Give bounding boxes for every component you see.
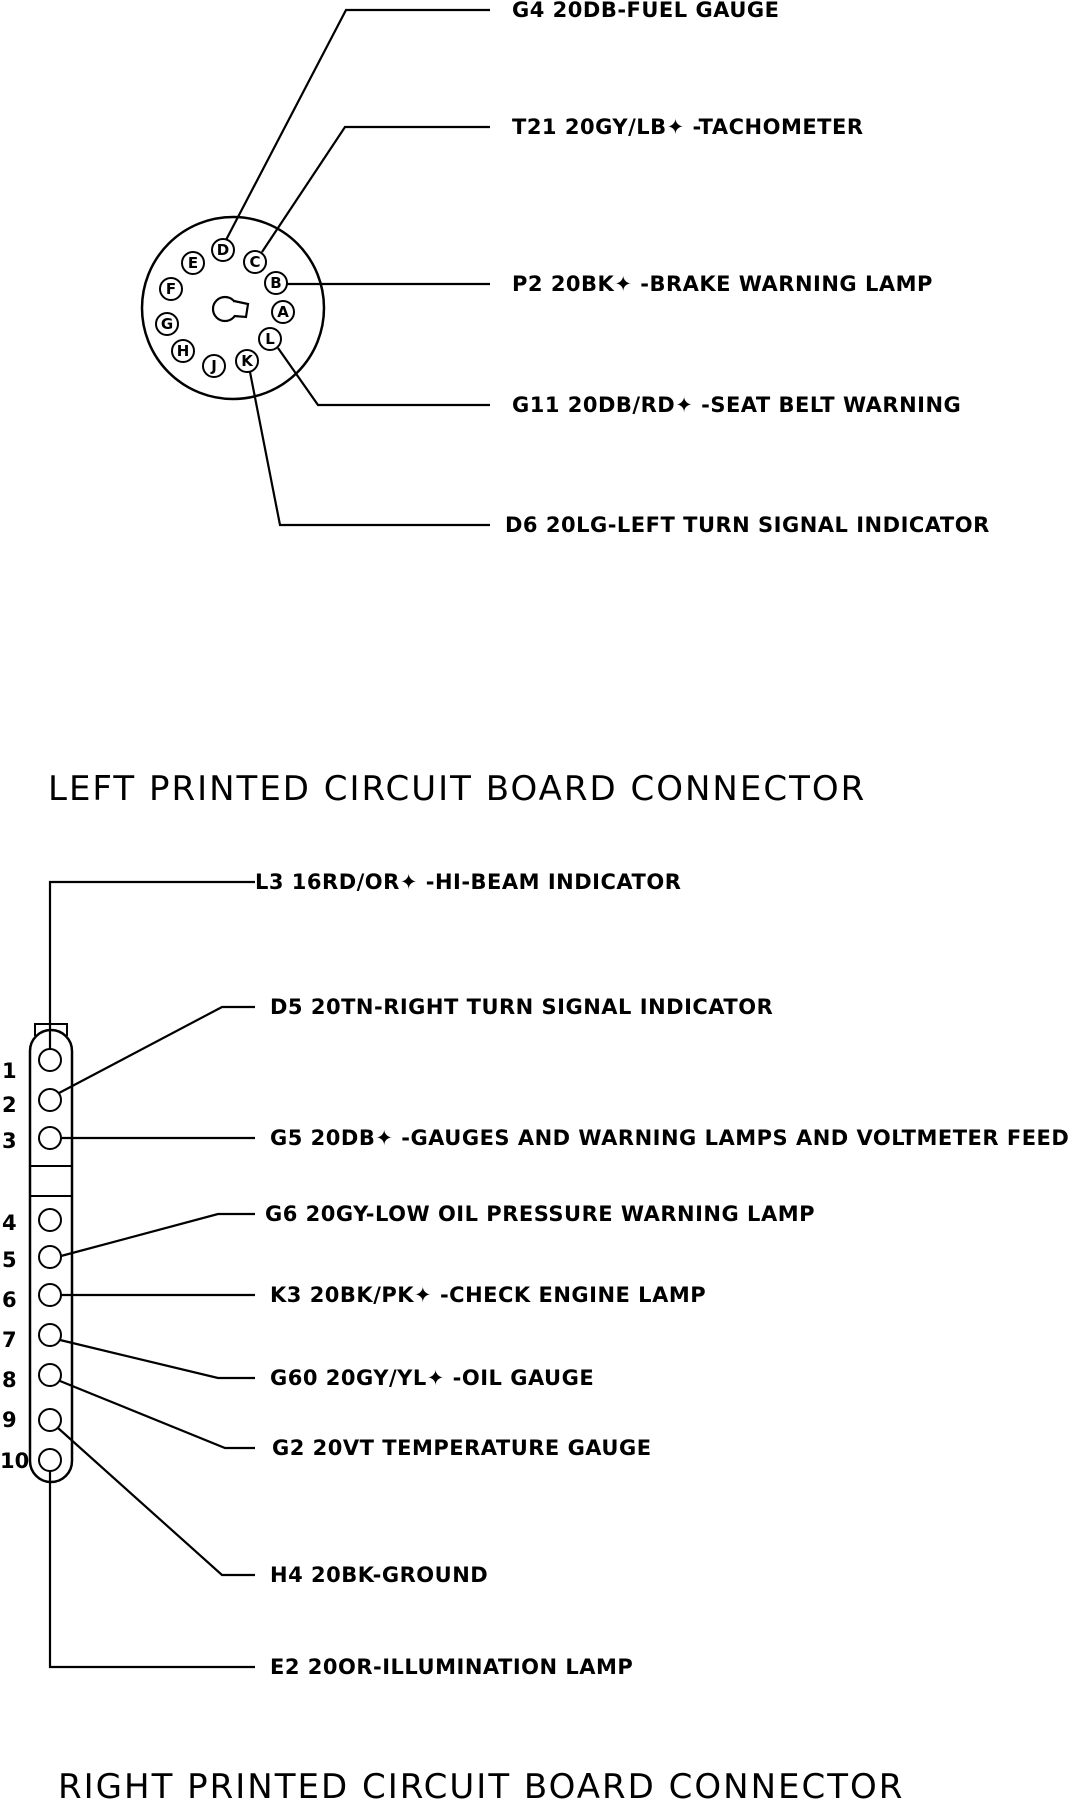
right-pin-4 <box>38 1208 62 1232</box>
pin-label: J <box>210 357 217 375</box>
callout-low-oil-pressure: G6 20GY-LOW OIL PRESSURE WARNING LAMP <box>265 1202 815 1226</box>
right-pin-8 <box>38 1363 62 1387</box>
left-pin-b: B <box>264 271 288 295</box>
right-pin-1 <box>38 1048 62 1072</box>
left-pin-k: K <box>235 349 259 373</box>
connector-key <box>211 295 250 323</box>
pin-number-1: 1 <box>2 1059 17 1083</box>
pin-number-10: 10 <box>0 1449 29 1473</box>
wire-pin-c <box>261 125 490 253</box>
callout-left-turn-signal: D6 20LG-LEFT TURN SIGNAL INDICATOR <box>505 513 990 537</box>
pin-label: H <box>177 342 190 360</box>
pin-number-6: 6 <box>2 1288 17 1312</box>
right-pin-7 <box>38 1323 62 1347</box>
wire-pin-d <box>225 8 490 241</box>
callout-hi-beam-indicator: L3 16RD/OR✦ -HI-BEAM INDICATOR <box>255 870 681 894</box>
pin-label: E <box>188 254 198 272</box>
wire-pin-k <box>248 371 490 527</box>
left-pin-g: G <box>155 312 179 336</box>
left-pin-f: F <box>159 277 183 301</box>
callout-voltmeter-feed: G5 20DB✦ -GAUGES AND WARNING LAMPS AND V… <box>270 1126 1069 1150</box>
wire-pin-2 <box>58 1005 255 1094</box>
pin-label: G <box>161 315 173 333</box>
right-pin-3 <box>38 1126 62 1150</box>
pin-label: C <box>249 253 260 271</box>
callout-temperature-gauge: G2 20VT TEMPERATURE GAUGE <box>272 1436 652 1460</box>
callout-illumination-lamp: E2 20OR-ILLUMINATION LAMP <box>270 1655 633 1679</box>
callout-seat-belt-warning: G11 20DB/RD✦ -SEAT BELT WARNING <box>512 393 961 417</box>
pin-number-8: 8 <box>2 1368 17 1392</box>
right-connector-title: RIGHT PRINTED CIRCUIT BOARD CONNECTOR <box>58 1767 904 1807</box>
pin-number-9: 9 <box>2 1408 17 1432</box>
callout-oil-gauge: G60 20GY/YL✦ -OIL GAUGE <box>270 1366 594 1390</box>
right-pin-10 <box>38 1448 62 1472</box>
callout-ground: H4 20BK-GROUND <box>270 1563 488 1587</box>
pin-label: K <box>241 352 254 370</box>
right-pin-9 <box>38 1408 62 1432</box>
callout-fuel-gauge: G4 20DB-FUEL GAUGE <box>512 0 779 22</box>
pin-number-5: 5 <box>2 1248 17 1272</box>
right-pin-6 <box>38 1283 62 1307</box>
pin-number-2: 2 <box>2 1093 17 1117</box>
right-pin-2 <box>38 1088 62 1112</box>
left-pin-c: C <box>243 250 267 274</box>
wire-pin-8 <box>59 1379 255 1450</box>
pin-label: L <box>265 330 275 348</box>
wire-pin-9 <box>57 1427 255 1577</box>
pin-number-3: 3 <box>2 1129 17 1153</box>
pin-label: D <box>217 241 229 259</box>
left-connector-body <box>140 215 326 401</box>
wire-pin-1 <box>48 880 255 1049</box>
left-pin-h: H <box>171 339 195 363</box>
pin-label: A <box>277 303 289 321</box>
left-pin-d: D <box>211 238 235 262</box>
wire-pin-4 <box>60 1212 255 1258</box>
wire-pin-10 <box>48 1471 255 1669</box>
left-pin-j: J <box>202 354 226 378</box>
pin-label: B <box>270 274 281 292</box>
right-connector: 1 2 3 4 5 6 7 8 9 10 L3 16RD/OR✦ -HI-BEA… <box>0 870 1069 1807</box>
left-pin-e: E <box>181 251 205 275</box>
wire-pin-7 <box>59 1338 255 1380</box>
callout-check-engine-lamp: K3 20BK/PK✦ -CHECK ENGINE LAMP <box>270 1283 706 1307</box>
callout-brake-warning-lamp: P2 20BK✦ -BRAKE WARNING LAMP <box>512 272 933 296</box>
left-pin-a: A <box>271 300 295 324</box>
callout-tachometer: T21 20GY/LB✦ -TACHOMETER <box>512 115 864 139</box>
callout-right-turn-signal: D5 20TN-RIGHT TURN SIGNAL INDICATOR <box>270 995 773 1019</box>
right-pin-5 <box>38 1245 62 1269</box>
left-connector: D C B A L K J H <box>48 0 990 809</box>
pin-number-4: 4 <box>2 1211 17 1235</box>
left-connector-title: LEFT PRINTED CIRCUIT BOARD CONNECTOR <box>48 769 866 809</box>
pin-label: F <box>166 280 176 298</box>
left-pin-l: L <box>258 327 282 351</box>
wire-pin-l <box>277 347 490 407</box>
pin-number-7: 7 <box>2 1328 17 1352</box>
